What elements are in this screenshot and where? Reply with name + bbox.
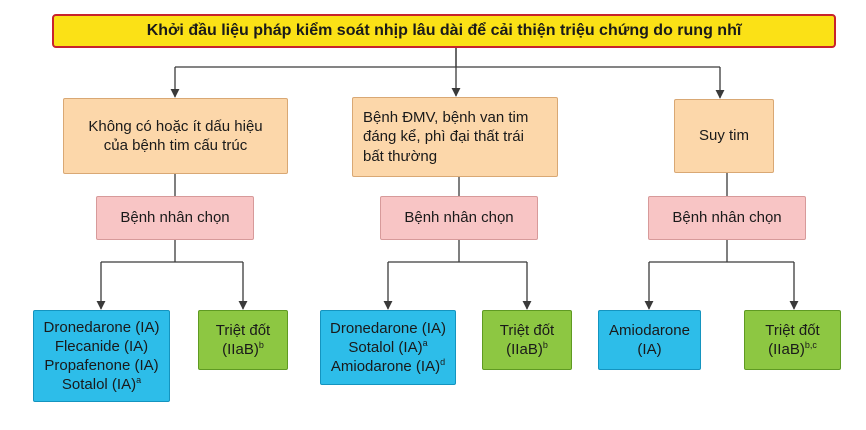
- drug-options-box-2: Dronedarone (IA) Sotalol (IA)a Amiodaron…: [320, 310, 456, 385]
- patient-choice-box-1: Bệnh nhân chọn: [96, 196, 254, 240]
- diagram-title: Khởi đầu liệu pháp kiểm soát nhịp lâu dà…: [52, 14, 836, 48]
- ablation-class: (IIaB)b,c: [768, 340, 817, 359]
- ablation-label: Triệt đốt: [215, 321, 271, 339]
- ablation-box-1: Triệt đốt (IIaB)b: [198, 310, 288, 370]
- drug-option: Amiodarone: [609, 321, 690, 339]
- patient-choice-label-1: Bệnh nhân chọn: [120, 209, 230, 227]
- condition-2-line-2: đáng kể, phì đại thất trái: [363, 128, 524, 146]
- ablation-box-3: Triệt đốt (IIaB)b,c: [744, 310, 841, 370]
- drug-option: (IA): [637, 341, 662, 358]
- ablation-box-2: Triệt đốt (IIaB)b: [482, 310, 572, 370]
- ablation-class: (IIaB)b: [506, 340, 548, 359]
- patient-choice-label-3: Bệnh nhân chọn: [672, 209, 782, 227]
- drug-option: Flecanide (IA): [54, 337, 149, 355]
- drug-option: Dronedarone (IA): [43, 318, 160, 336]
- condition-1-line-2: của bệnh tim cấu trúc: [103, 137, 248, 154]
- patient-choice-label-2: Bệnh nhân chọn: [404, 209, 514, 227]
- footnote-marker: b: [258, 340, 264, 350]
- condition-2-line-3: bất thường: [363, 147, 438, 165]
- patient-choice-box-3: Bệnh nhân chọn: [648, 196, 806, 240]
- condition-box-structural-disease: Bệnh ĐMV, bệnh van tim đáng kể, phì đại …: [352, 97, 558, 177]
- drug-options-box-3: Amiodarone (IA): [598, 310, 701, 370]
- drug-options-box-1: Dronedarone (IA) Flecanide (IA) Propafen…: [33, 310, 170, 402]
- condition-2-line-1: Bệnh ĐMV, bệnh van tim: [363, 109, 529, 127]
- ablation-label: Triệt đốt: [765, 321, 820, 339]
- footnote-marker: a: [422, 337, 428, 348]
- patient-choice-box-2: Bệnh nhân chọn: [380, 196, 538, 240]
- footnote-marker: b: [542, 340, 548, 350]
- footnote-marker: d: [440, 357, 446, 368]
- drug-option: Amiodarone (IA)d: [330, 357, 446, 376]
- drug-option: Propafenone (IA): [44, 357, 159, 374]
- drug-option: Sotalol (IA)a: [61, 375, 142, 394]
- footnote-marker: b,c: [804, 340, 817, 350]
- condition-3-line-1: Suy tim: [698, 127, 749, 145]
- condition-1-line-1: Không có hoặc ít dấu hiệu: [88, 117, 263, 135]
- ablation-class: (IIaB)b: [222, 340, 264, 359]
- diagram-title-text: Khởi đầu liệu pháp kiểm soát nhịp lâu dà…: [146, 21, 742, 39]
- drug-option: Sotalol (IA)a: [348, 337, 428, 356]
- condition-box-no-structural-disease: Không có hoặc ít dấu hiệu của bệnh tim c…: [63, 98, 288, 174]
- drug-option: Dronedarone (IA): [330, 319, 446, 337]
- ablation-label: Triệt đốt: [499, 321, 555, 339]
- condition-box-heart-failure: Suy tim: [674, 99, 774, 173]
- footnote-marker: a: [136, 375, 142, 386]
